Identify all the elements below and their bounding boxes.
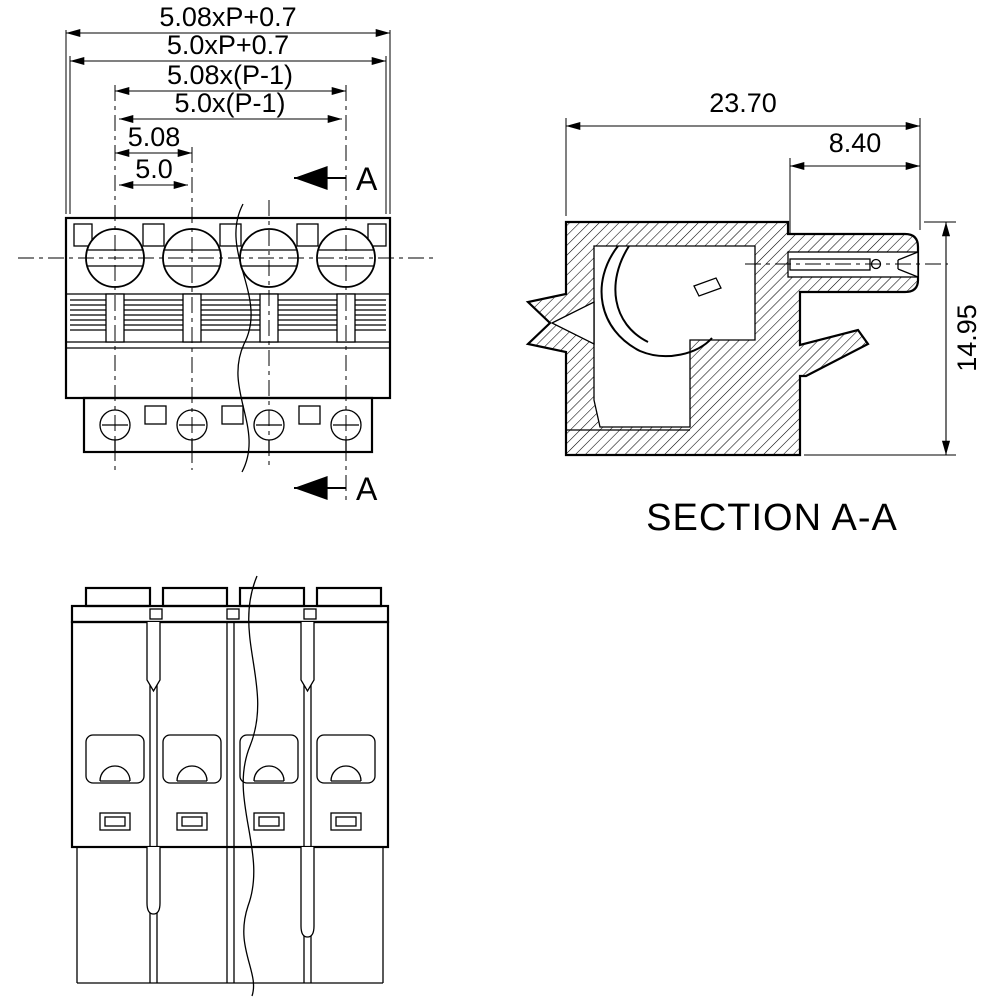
- section-title: SECTION A-A: [646, 497, 898, 539]
- section-details: [566, 245, 919, 431]
- bottom-view: [70, 575, 390, 997]
- dim-height-label: 14.95: [952, 304, 982, 372]
- pin-upper-2: [300, 622, 315, 693]
- section-letter-top: A: [356, 161, 378, 197]
- wire-entry-funnel: [550, 300, 595, 346]
- section-dimension-lines: [566, 121, 951, 455]
- cell-walls: [149, 622, 312, 847]
- front-extension-lines: [65, 30, 391, 214]
- section-cut-marker-top: A: [294, 161, 378, 197]
- section-extension-lines: [565, 118, 956, 456]
- dim-depth-total-label: 23.70: [709, 88, 777, 118]
- front-dimension-lines: [66, 28, 390, 190]
- break-line-front: [235, 203, 252, 473]
- clamp-spring: [600, 245, 713, 358]
- bottom-body: [70, 620, 390, 849]
- front-centerlines: [18, 85, 434, 505]
- section-cut-marker-bottom: A: [294, 471, 378, 507]
- dim-pitch-50-label: 5.0: [135, 154, 173, 184]
- dim-total-pitch-508-label: 5.08xP+0.7: [159, 2, 296, 32]
- lower-screws: [99, 409, 362, 452]
- wire-openings: [85, 734, 376, 784]
- front-view: 5.08xP+0.7 5.0xP+0.7 5.08x(P-1) 5.0x(P-1…: [18, 2, 434, 507]
- dim-pitch-508-label: 5.08: [128, 122, 181, 152]
- pin-lower-2: [300, 847, 315, 938]
- pin-lower-1: [146, 847, 161, 915]
- pin-upper-1: [146, 622, 161, 693]
- bottom-top-tabs: [70, 586, 390, 624]
- wire-chamber-cavity: [593, 245, 756, 428]
- dim-plug-depth-label: 8.40: [829, 128, 882, 158]
- break-line-bottom: [242, 575, 259, 997]
- section-letter-bottom: A: [356, 471, 378, 507]
- clamp-window: [693, 277, 722, 297]
- latch-windows: [99, 812, 362, 831]
- dim-total-pitch-50-label: 5.0xP+0.7: [167, 30, 289, 60]
- lower-comb: [76, 847, 384, 984]
- dim-span-508-label: 5.08x(P-1): [167, 60, 293, 90]
- dim-span-50-label: 5.0x(P-1): [174, 88, 285, 118]
- section-view: 23.70 8.40 14.95 SECTION A-A: [525, 88, 982, 539]
